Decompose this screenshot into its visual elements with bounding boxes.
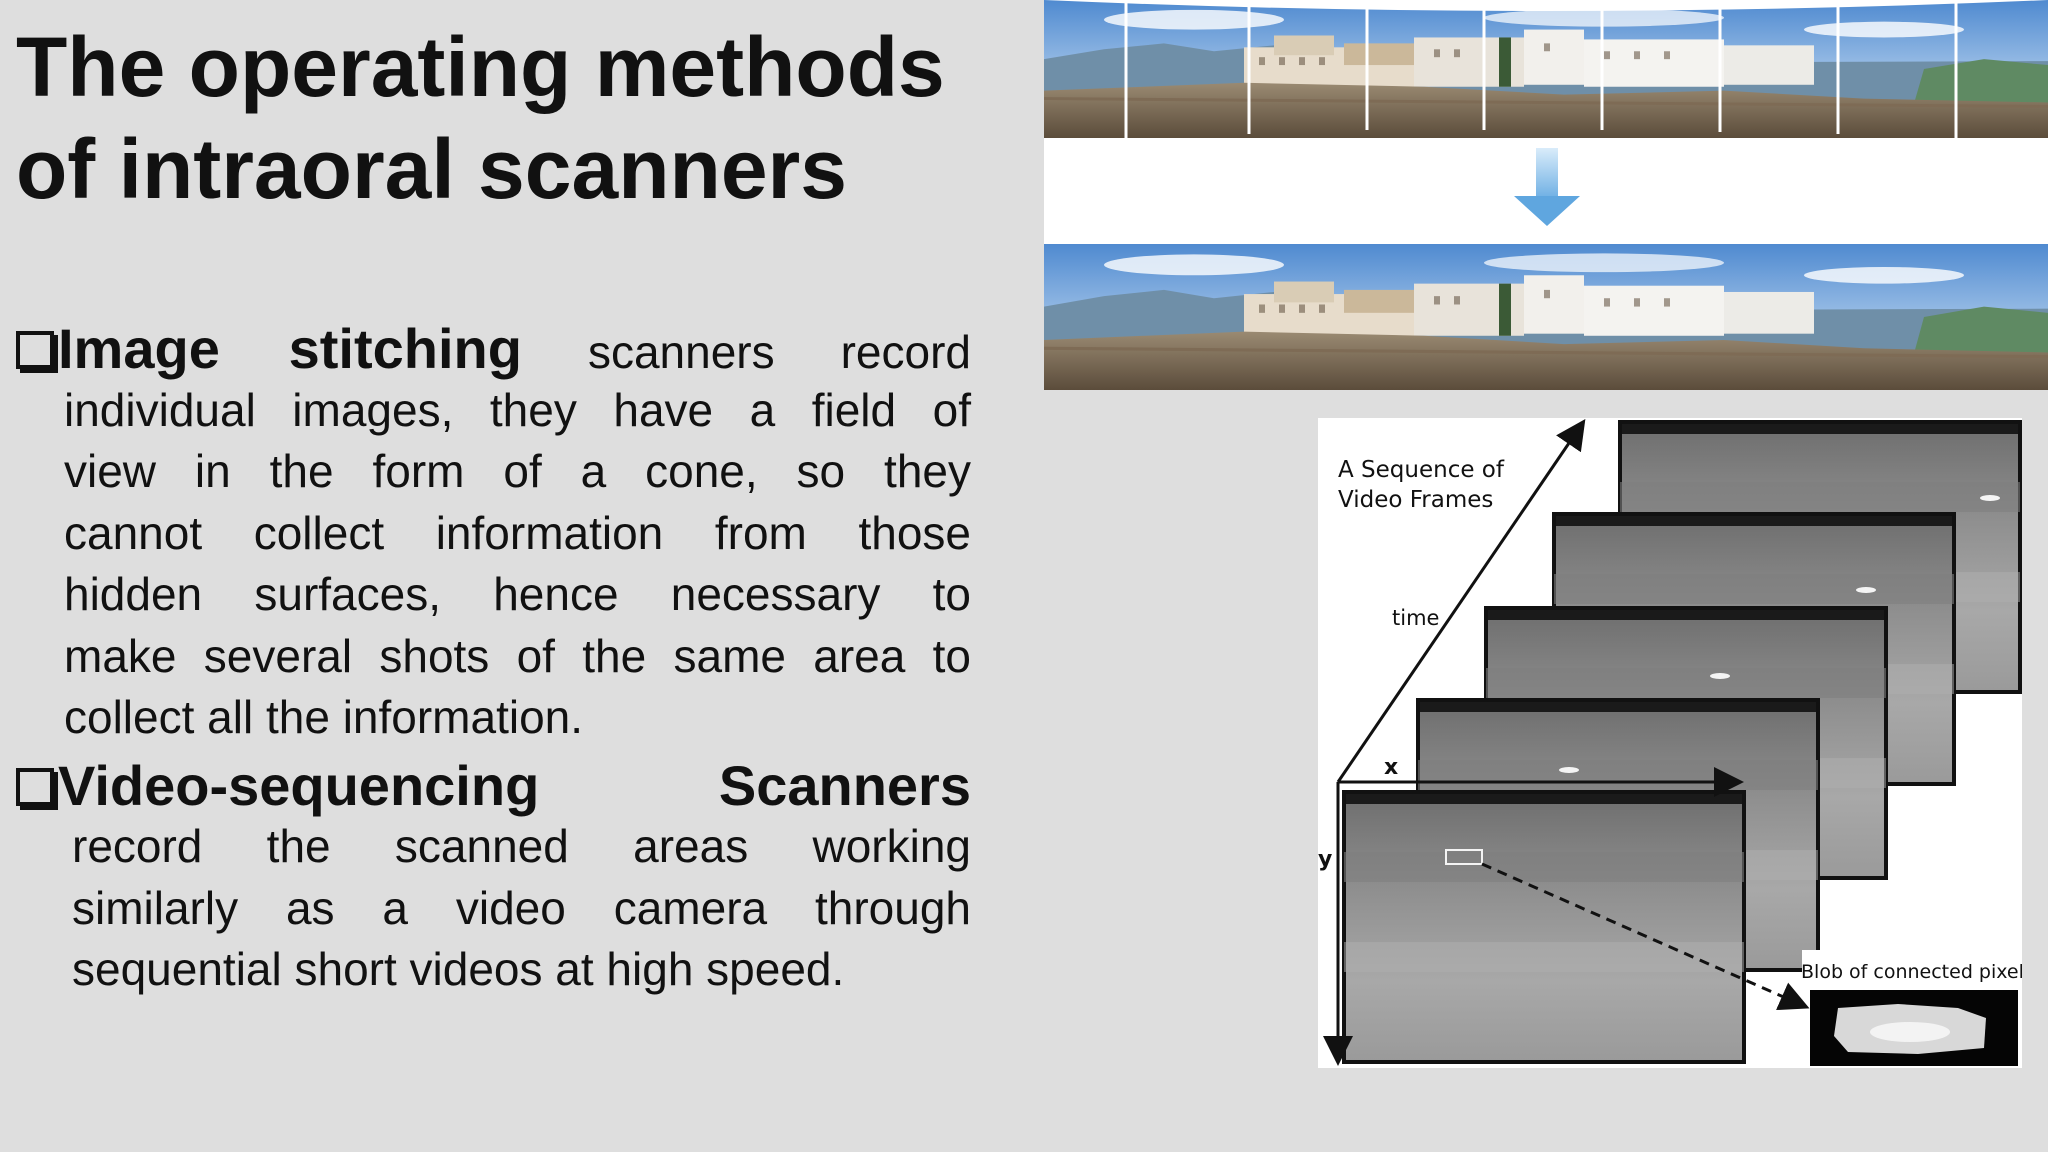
blob-pointer-arrow bbox=[1481, 862, 1810, 1011]
video-sequence-illustration: A Sequence of Video Frames time x y Blob… bbox=[1318, 418, 2034, 1068]
x-axis-label: x bbox=[1384, 755, 1398, 780]
bullet-line: individual images, they have a field of bbox=[64, 383, 971, 436]
down-arrow-icon bbox=[1514, 148, 1580, 226]
sequence-label-line2: Video Frames bbox=[1338, 487, 1493, 513]
axes bbox=[1323, 419, 1744, 1066]
sequence-label-line1: A Sequence of bbox=[1338, 457, 1505, 483]
bullet-line: Image stitching scanners record bbox=[16, 318, 971, 380]
bullet-line: sequential short videos at high speed. bbox=[72, 943, 845, 995]
blob-marks bbox=[1559, 495, 2000, 773]
y-axis-label: y bbox=[1318, 847, 1332, 872]
bullet-text: scanners record bbox=[587, 326, 971, 378]
bullet-line: make several shots of the same area to bbox=[64, 629, 971, 682]
bullet-line: record the scanned areas working bbox=[72, 820, 971, 872]
bullet-list: Image stitching scanners record individu… bbox=[16, 318, 971, 1001]
panorama-svg bbox=[1044, 0, 2048, 390]
stitched-panorama bbox=[1044, 244, 2048, 390]
bullet-image-stitching: Image stitching scanners record individu… bbox=[16, 318, 971, 749]
slide-title: The operating methods of intraoral scann… bbox=[16, 16, 1016, 220]
video-sequence-svg: A Sequence of Video Frames time x y Blob… bbox=[1318, 419, 2034, 1066]
bullet-line: similarly as a video camera through bbox=[72, 881, 971, 934]
blob-label: Blob of connected pixels bbox=[1801, 961, 2022, 983]
bullet-line: hidden surfaces, hence necessary to bbox=[64, 568, 971, 620]
blob-selection-box bbox=[1445, 849, 1483, 865]
bullet-heading-2: Scanners bbox=[718, 753, 971, 817]
title-line-1: The operating methods bbox=[16, 20, 945, 114]
bullet-video-sequencing: Video-sequencing Scanners record the sca… bbox=[16, 753, 971, 1001]
bullet-line: view in the form of a cone, so they bbox=[64, 445, 971, 497]
checkbox-bullet-icon bbox=[16, 767, 54, 806]
checkbox-bullet-icon bbox=[16, 331, 54, 369]
image-stitching-illustration bbox=[1044, 0, 2048, 390]
bullet-line: Video-sequencing Scanners bbox=[16, 753, 971, 817]
unstitched-frames bbox=[1044, 0, 2048, 149]
bullet-heading: Image stitching bbox=[58, 317, 522, 380]
time-axis-label: time bbox=[1392, 606, 1439, 630]
title-line-2: of intraoral scanners bbox=[16, 122, 847, 216]
bullet-line: cannot collect information from those bbox=[64, 506, 971, 559]
bullet-heading: Video-sequencing bbox=[58, 753, 540, 817]
bullet-line: collect all the information. bbox=[64, 691, 584, 743]
